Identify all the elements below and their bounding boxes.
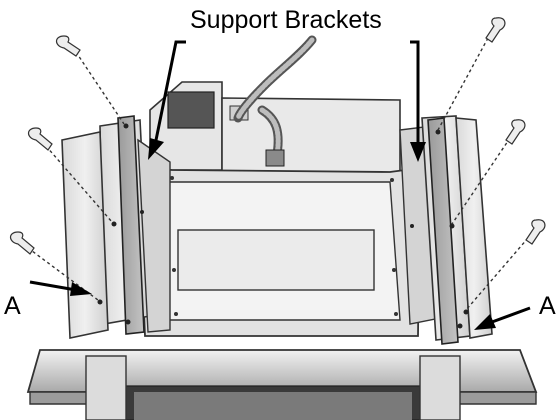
screw-left-1 <box>55 35 125 125</box>
screw-right-1 <box>437 17 506 131</box>
callout-arrow-left <box>29 280 92 296</box>
right-side-assembly <box>399 115 493 345</box>
callout-label-left: A <box>4 292 21 320</box>
diagram-title: Support Brackets <box>190 6 382 34</box>
title-leader-lines <box>148 40 426 162</box>
left-side-assembly <box>61 115 171 339</box>
screw-right-2 <box>451 119 526 225</box>
callout-label-right: A <box>539 292 556 320</box>
screw-left-2 <box>27 127 113 223</box>
screw-right-3 <box>465 219 546 311</box>
front-frame <box>26 349 538 420</box>
conduit-cable <box>233 35 317 167</box>
chassis-tray <box>137 166 421 337</box>
callout-arrow-right <box>474 306 531 330</box>
